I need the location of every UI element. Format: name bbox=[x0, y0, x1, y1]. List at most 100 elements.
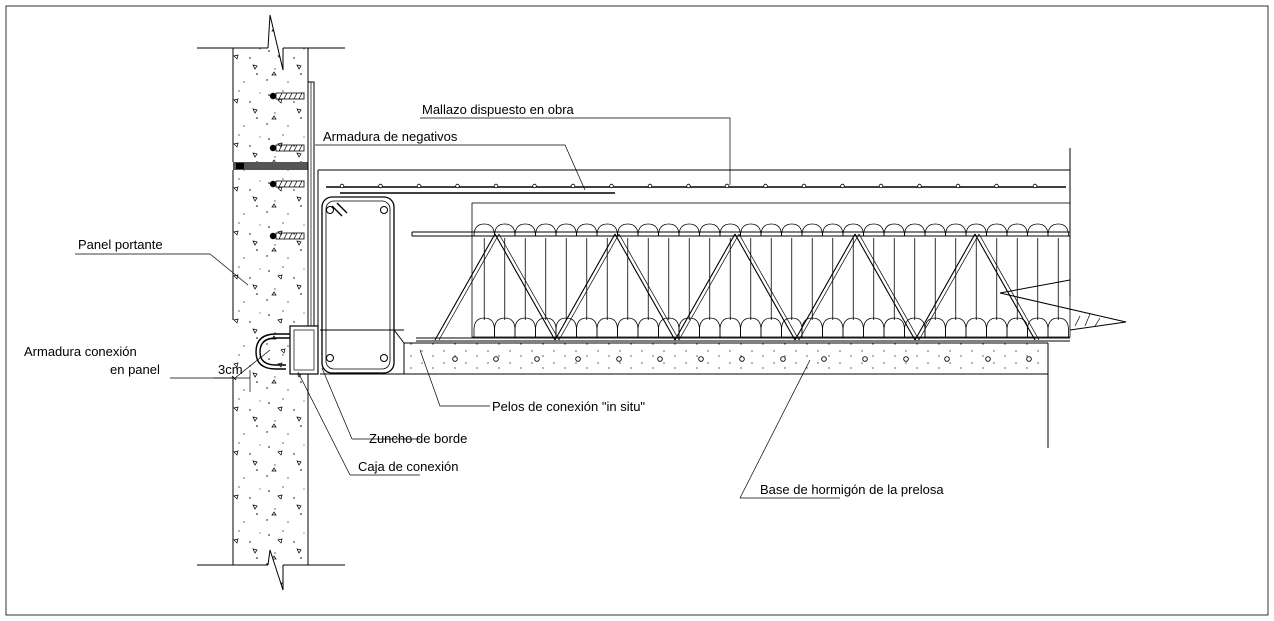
block-dome bbox=[617, 223, 639, 338]
dimension-3cm bbox=[214, 370, 251, 392]
mesh-bar-dot bbox=[339, 183, 345, 189]
bottom-bar-dot bbox=[534, 356, 540, 362]
bottom-bar-dot bbox=[862, 356, 868, 362]
block-dome bbox=[637, 223, 659, 338]
lattice-diagonal bbox=[678, 233, 740, 341]
block-dome bbox=[678, 223, 700, 338]
bottom-bar-dot bbox=[493, 356, 499, 362]
mesh-bar-dot bbox=[378, 183, 383, 189]
mesh-bar-dot bbox=[493, 183, 499, 189]
block-dome bbox=[535, 223, 557, 338]
bearing-panel-lower bbox=[197, 170, 345, 591]
lattice-diagonal bbox=[978, 233, 1040, 341]
lightening-block-domes bbox=[473, 223, 1069, 338]
lattice-diagonal bbox=[494, 233, 556, 341]
mesh-bar-dot bbox=[647, 183, 653, 189]
label-armadura-negativos: Armadura de negativos bbox=[323, 129, 458, 144]
label-caja-conexion: Caja de conexión bbox=[358, 459, 458, 474]
label-panel-portante: Panel portante bbox=[78, 237, 163, 252]
block-dome bbox=[842, 223, 864, 338]
mesh-bar-dot bbox=[455, 183, 460, 189]
precast-bottom-bars bbox=[452, 356, 1032, 362]
lattice-diagonal bbox=[498, 233, 560, 341]
lattice-diagonal bbox=[798, 233, 860, 341]
bottom-bar-dot bbox=[780, 356, 786, 362]
leader-lines bbox=[75, 117, 840, 499]
lattice-diagonal bbox=[794, 233, 856, 341]
precast-slab-base bbox=[320, 329, 1049, 448]
connection-box bbox=[289, 325, 319, 375]
break-line bbox=[999, 279, 1127, 331]
lattice-diagonal bbox=[918, 233, 980, 341]
mesh-bar-dot bbox=[416, 183, 422, 189]
lattice-diagonal bbox=[854, 233, 916, 341]
lattice-diagonal bbox=[554, 233, 616, 341]
block-dome bbox=[494, 223, 516, 338]
mesh-bar-dot bbox=[840, 183, 845, 189]
mesh-bar-dot bbox=[917, 183, 922, 189]
block-dome bbox=[514, 223, 536, 338]
lattice-truss-diagonals bbox=[434, 233, 1040, 341]
block-dome bbox=[596, 223, 618, 338]
block-dome bbox=[801, 223, 823, 338]
bottom-bar-dot bbox=[821, 356, 827, 362]
lattice-diagonal bbox=[974, 233, 1036, 341]
lattice-diagonal bbox=[558, 233, 620, 341]
block-dome bbox=[760, 223, 782, 338]
block-dome bbox=[863, 223, 885, 338]
bottom-bar-dot bbox=[452, 356, 458, 362]
mesh-bar-dot bbox=[532, 183, 537, 189]
mesh-bar-dot bbox=[763, 183, 768, 189]
mesh-bar-dot bbox=[724, 183, 730, 189]
bottom-bar-dot bbox=[698, 356, 704, 362]
anchor-bolts bbox=[269, 92, 305, 240]
label-mallazo: Mallazo dispuesto en obra bbox=[422, 102, 575, 117]
label-en-panel: en panel bbox=[110, 362, 160, 377]
block-dome bbox=[945, 223, 967, 338]
block-dome bbox=[904, 223, 926, 338]
mesh-bar-dot bbox=[570, 183, 576, 189]
mesh-bar-dot bbox=[955, 183, 961, 189]
lattice-diagonal bbox=[618, 233, 680, 341]
block-dome bbox=[740, 223, 762, 338]
lattice-diagonal bbox=[914, 233, 976, 341]
label-armadura-conexion: Armadura conexión bbox=[24, 344, 137, 359]
block-dome bbox=[576, 223, 598, 338]
block-dome bbox=[965, 223, 987, 338]
block-dome bbox=[986, 223, 1008, 338]
block-dome bbox=[883, 223, 905, 338]
bottom-bar-dot bbox=[616, 356, 622, 362]
steel-connection-plate bbox=[307, 81, 315, 329]
drawing-frame bbox=[5, 5, 1269, 616]
block-dome bbox=[658, 223, 680, 338]
bottom-bar-dot bbox=[575, 356, 581, 362]
lattice-diagonal bbox=[738, 233, 800, 341]
bottom-bar-dot bbox=[739, 356, 745, 362]
bottom-bar-dot bbox=[903, 356, 909, 362]
block-dome bbox=[822, 223, 844, 338]
lattice-diagonal bbox=[614, 233, 676, 341]
mesh-bar-dot bbox=[801, 183, 807, 189]
panel-joint bbox=[233, 162, 308, 170]
lattice-diagonal bbox=[858, 233, 920, 341]
label-base-hormigon: Base de hormigón de la prelosa bbox=[760, 482, 944, 497]
bottom-bar-dot bbox=[657, 356, 663, 362]
block-dome bbox=[924, 223, 946, 338]
label-zuncho-borde: Zuncho de borde bbox=[369, 431, 467, 446]
label-dimension-3cm: 3cm bbox=[218, 362, 243, 377]
lattice-diagonal bbox=[734, 233, 796, 341]
block-dome bbox=[719, 223, 741, 338]
top-mesh-dots bbox=[339, 183, 1038, 189]
block-dome bbox=[555, 223, 577, 338]
bottom-bar-dot bbox=[1026, 356, 1032, 362]
bottom-bar-dot bbox=[985, 356, 991, 362]
lattice-diagonal bbox=[434, 233, 496, 341]
mesh-bar-dot bbox=[1032, 183, 1038, 189]
lattice-diagonal bbox=[674, 233, 736, 341]
edge-beam-stirrups bbox=[321, 196, 395, 374]
block-dome bbox=[1027, 223, 1049, 338]
label-pelos-conexion: Pelos de conexión "in situ" bbox=[492, 399, 645, 414]
lightening-blocks bbox=[411, 202, 1071, 342]
mesh-bar-dot bbox=[994, 183, 999, 189]
